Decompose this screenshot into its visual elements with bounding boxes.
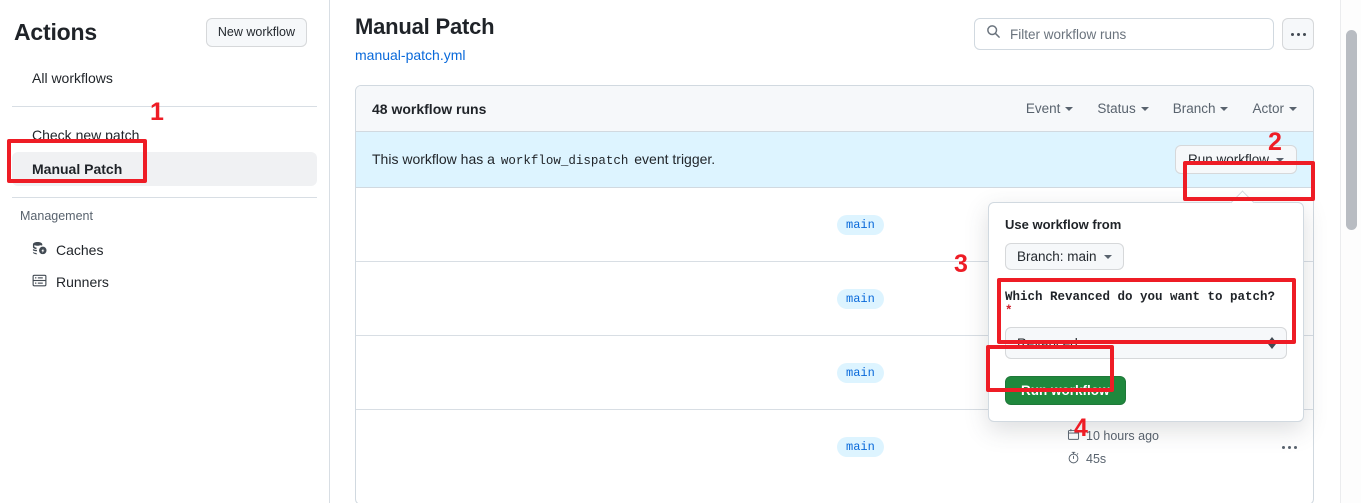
use-workflow-from-label: Use workflow from xyxy=(1005,217,1122,232)
branch-badge[interactable]: main xyxy=(837,437,884,457)
workflow-file-link[interactable]: manual-patch.yml xyxy=(355,47,466,63)
run-workflow-button-label: Run workflow xyxy=(1187,152,1269,167)
table-row[interactable]: main xyxy=(356,188,1313,262)
runs-filter-group: Event Status Branch Actor xyxy=(1026,101,1297,116)
run-timestamp-text: 10 hours ago xyxy=(1086,428,1159,443)
main-content: Manual Patch manual-patch.yml 48 workflo… xyxy=(331,0,1340,503)
scrollbar-thumb[interactable] xyxy=(1346,30,1357,230)
chevron-down-icon xyxy=(1289,106,1297,111)
workflow-title: Manual Patch xyxy=(355,14,495,39)
run-meta-cell: 10 hours ago 45s xyxy=(1067,428,1297,467)
branch-selector-label: Branch: main xyxy=(1017,249,1097,264)
kebab-icon xyxy=(1290,32,1306,36)
filter-branch-label: Branch xyxy=(1172,101,1216,116)
chevron-down-icon xyxy=(1065,106,1074,111)
cache-icon xyxy=(32,241,47,259)
workflow-input-label: Which Revanced do you want to patch? * xyxy=(1005,290,1287,318)
filter-event[interactable]: Event xyxy=(1026,101,1074,116)
sidebar-item-label-caches: Caches xyxy=(56,242,104,258)
run-branch-cell: main xyxy=(837,288,1067,309)
sidebar-divider-1 xyxy=(12,106,317,107)
chevron-down-icon xyxy=(1220,106,1229,111)
sidebar-item-caches[interactable]: Caches xyxy=(12,234,317,266)
sidebar-divider-2 xyxy=(12,197,317,198)
run-workflow-dropdown-panel: Use workflow from Branch: main Which Rev… xyxy=(988,202,1304,422)
dispatch-event-code: workflow_dispatch xyxy=(500,154,629,168)
dispatch-text-after: event trigger. xyxy=(634,151,716,167)
stopwatch-icon xyxy=(1067,451,1080,467)
runs-panel-header: 48 workflow runs Event Status Branch xyxy=(356,86,1313,132)
run-duration-text: 45s xyxy=(1086,451,1107,466)
calendar-icon xyxy=(1067,428,1080,444)
new-workflow-button[interactable]: New workflow xyxy=(205,18,307,47)
runners-icon xyxy=(32,273,47,291)
branch-badge[interactable]: main xyxy=(837,288,884,309)
search-box[interactable] xyxy=(974,18,1274,50)
filter-actor-label: Actor xyxy=(1252,101,1284,116)
branch-badge[interactable]: main xyxy=(837,362,884,383)
run-branch-cell: main xyxy=(837,437,1067,457)
table-row[interactable]: main xyxy=(356,262,1313,336)
overflow-menu-button[interactable] xyxy=(1282,18,1314,50)
filter-event-label: Event xyxy=(1025,101,1061,116)
dispatch-text-before: This workflow has a xyxy=(372,151,495,167)
sidebar-workflow-list: All workflows Check new patch Manual Pat… xyxy=(0,61,329,298)
sidebar-item-check-new-patch[interactable]: Check new patch xyxy=(32,127,140,143)
main-header: Manual Patch manual-patch.yml xyxy=(355,14,1314,63)
branch-selector-button[interactable]: Branch: main xyxy=(1005,243,1124,270)
filter-branch[interactable]: Branch xyxy=(1173,101,1229,116)
sidebar-management-label: Management xyxy=(20,209,93,223)
branch-badge[interactable]: main xyxy=(837,214,884,235)
header-actions xyxy=(974,18,1314,50)
row-overflow-menu-button[interactable] xyxy=(1282,445,1297,449)
workflow-input-label-text: Which Revanced do you want to patch? xyxy=(1005,290,1276,304)
chevron-down-icon xyxy=(1276,157,1284,162)
run-timestamp: 10 hours ago xyxy=(1067,428,1159,444)
chevron-down-icon xyxy=(1103,254,1112,259)
sidebar: Actions New workflow All workflows Check… xyxy=(0,0,330,503)
page-scrollbar[interactable] xyxy=(1340,0,1361,503)
filter-actor[interactable]: Actor xyxy=(1252,101,1297,116)
sidebar-item-all-workflows[interactable]: All workflows xyxy=(32,70,113,86)
run-branch-cell: main xyxy=(837,214,1067,235)
filter-status-label: Status xyxy=(1097,101,1136,116)
workflow-runs-count: 48 workflow runs xyxy=(372,100,487,117)
workflow-dispatch-banner: This workflow has a workflow_dispatch ev… xyxy=(356,132,1313,188)
required-marker: * xyxy=(1005,304,1013,318)
page-title: Actions xyxy=(14,19,97,45)
sidebar-item-label-runners: Runners xyxy=(56,274,109,290)
workflow-input-select-wrap: Revanced xyxy=(1005,327,1287,359)
table-row[interactable]: main 10 hours ago xyxy=(356,410,1313,484)
filter-status[interactable]: Status xyxy=(1097,101,1149,116)
run-meta-column: 10 hours ago 45s xyxy=(1067,428,1159,467)
sidebar-header: Actions New workflow xyxy=(0,0,329,47)
dispatch-banner-text: This workflow has a workflow_dispatch ev… xyxy=(372,151,715,168)
revanced-select[interactable]: Revanced xyxy=(1005,327,1287,359)
search-input[interactable] xyxy=(1008,25,1262,43)
run-duration: 45s xyxy=(1067,451,1159,467)
sidebar-item-runners[interactable]: Runners xyxy=(12,266,317,298)
run-workflow-dropdown-button[interactable]: Run workflow xyxy=(1174,145,1297,174)
chevron-down-icon xyxy=(1140,106,1149,111)
submit-run-workflow-button[interactable]: Run workflow xyxy=(1005,376,1126,405)
run-branch-cell: main xyxy=(837,362,1067,383)
sidebar-item-manual-patch[interactable]: Manual Patch xyxy=(12,152,317,186)
search-icon xyxy=(986,24,1001,44)
workflow-title-block: Manual Patch manual-patch.yml xyxy=(355,14,495,63)
